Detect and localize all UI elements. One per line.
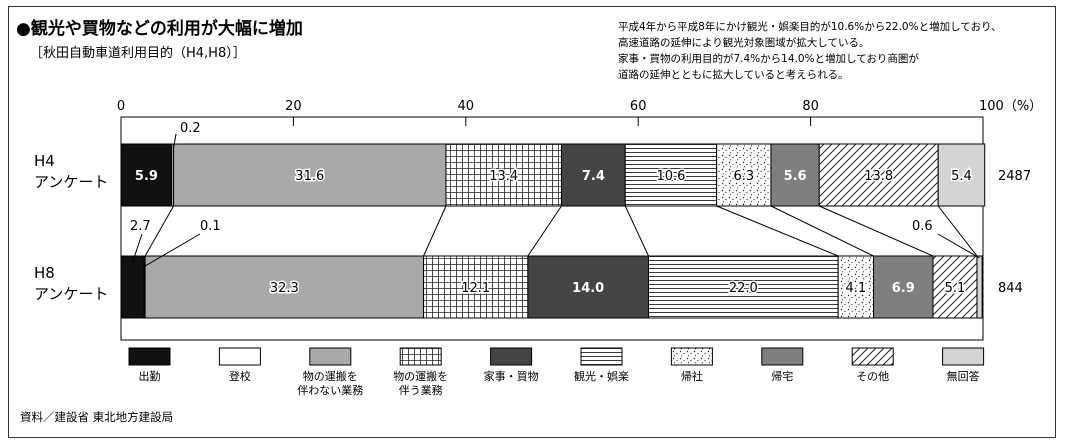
data-label: 2.7 [130,219,151,234]
bar-segment [716,143,772,207]
legend-swatch [490,347,533,366]
bar-segment [873,255,934,319]
data-label: 7.4 [582,169,605,184]
data-label: 4.1 [846,281,867,296]
bar-segment [648,255,839,319]
x-tick-label: 20 [285,99,302,114]
x-tick-label: 60 [630,99,647,114]
connector-line [527,205,562,257]
chart-note: 平成4年から平成8年にかけ観光・娯楽目的が10.6%から22.0%と増加しており… [618,19,1002,83]
legend-label: 物の運搬を [303,369,358,383]
x-tick-label: 80 [802,99,819,114]
note-line: 道路の延伸とともに拡大していると考えられる。 [618,69,849,81]
note-line: 家事・買物の利用目的が7.4%から14.0%と増加しており商圏が [618,53,919,65]
connector-line [770,205,874,257]
legend-swatch [670,347,713,366]
leader-line [173,133,177,149]
category-label: アンケート [34,173,108,191]
category-label: アンケート [34,285,108,303]
bar-segment [818,143,939,207]
leader-line [132,233,143,263]
bar-segment [144,255,425,319]
legend-swatch [761,347,804,366]
legend-swatch [399,347,442,366]
bar-segment [120,255,145,319]
data-label: 31.6 [295,169,324,184]
source-note: 資料／建設省 東北地方建設局 [20,410,174,424]
legend-label: 帰社 [681,369,703,383]
leader-line [144,233,201,267]
chart-subtitle: ［秋田自動車道利用目的（H4,H8）］ [30,46,246,61]
data-label: 13.4 [489,169,518,184]
legend-label: 観光・娯楽 [574,369,629,383]
bar-segment [976,255,983,319]
legend-swatch [218,347,261,366]
legend-label: 出勤 [139,369,161,383]
bar-segment [423,255,529,319]
data-label: 22.0 [729,281,758,296]
data-label: 0.6 [912,219,933,234]
plot-area-border [120,116,984,341]
connector-line [716,205,839,257]
x-tick-label: 40 [458,99,475,114]
data-label: 10.6 [656,169,685,184]
connector-line [819,205,934,257]
bar-segment [120,143,173,207]
bar-segment [937,143,986,207]
connector-line [937,205,978,257]
note-line: 平成4年から平成8年にかけ観光・娯楽目的が10.6%から22.0%と増加しており… [618,21,1002,33]
data-label: 0.2 [180,121,201,136]
category-label: H4 [34,152,55,170]
leader-line [937,233,980,259]
legend-label: 登校 [229,369,251,383]
bar-segment [173,143,447,207]
connector-line [423,205,447,257]
data-label: 6.9 [892,281,915,296]
connector-line [624,205,649,257]
note-line: 高速道路の延伸により観光対象圏域が拡大している。 [618,37,870,49]
bar-segment [560,143,626,207]
legend-label: 伴う業務 [399,383,443,397]
x-tick-label: 100（%） [979,99,1042,114]
bar-segment [527,255,650,319]
category-label: H8 [34,264,55,282]
data-label: 12.1 [461,281,490,296]
figure-frame [8,6,1056,438]
bar-segment [837,255,875,319]
sample-size-label: 2487 [998,169,1031,184]
legend-label: 物の運搬を [393,369,448,383]
legend-label: その他 [856,370,889,383]
data-label: 14.0 [572,281,604,296]
legend-label: 無回答 [947,369,980,383]
legend-swatch [580,347,623,366]
x-tick-label: 0 [117,99,125,114]
data-label: 6.3 [733,169,754,184]
data-label: 5.1 [945,281,966,296]
legend-swatch [942,347,985,366]
legend-label: 家事・買物 [484,369,539,383]
bar-segment [932,255,978,319]
legend-swatch [309,347,352,366]
legend-swatch [128,347,171,366]
bar-segment [445,143,562,207]
legend-label: 帰宅 [771,369,793,383]
connector-line [144,205,175,257]
data-label: 13.8 [864,169,893,184]
data-label: 5.9 [135,169,158,184]
legend-label: 伴わない業務 [297,383,363,397]
data-label: 5.6 [784,169,807,184]
sample-size-label: 844 [998,281,1023,296]
chart-title: ●観光や買物などの利用が大幅に増加 [16,19,303,39]
data-label: 32.3 [270,281,299,296]
bar-segment [770,143,820,207]
legend-swatch [851,347,894,366]
data-label: 0.1 [200,219,221,234]
data-label: 5.4 [951,169,972,184]
